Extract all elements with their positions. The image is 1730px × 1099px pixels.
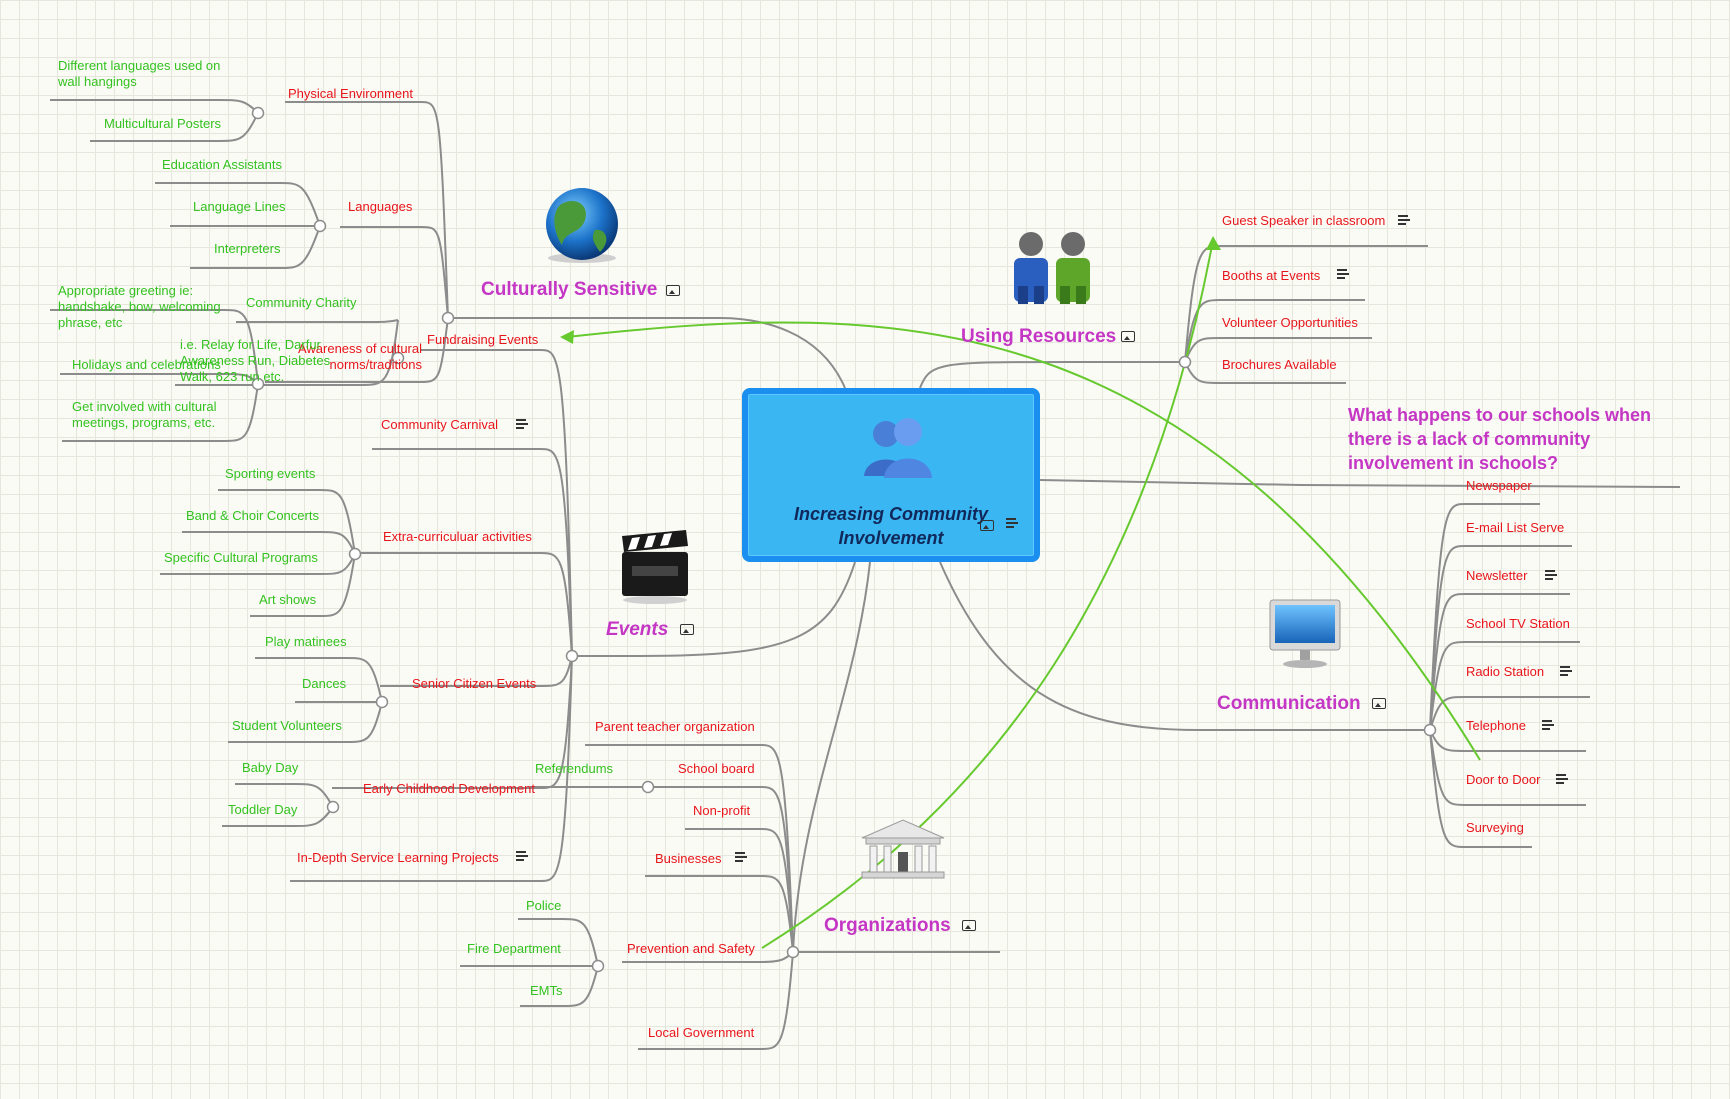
topic-telephone[interactable]: Telephone xyxy=(1466,718,1526,733)
two-persons-icon xyxy=(1014,232,1090,304)
topic-brochures-available[interactable]: Brochures Available xyxy=(1222,357,1337,372)
topic-school-tv[interactable]: School TV Station xyxy=(1466,616,1570,631)
clapperboard-icon xyxy=(622,530,688,604)
subtopic-get-involved[interactable]: Get involved with cultural meetings, pro… xyxy=(72,399,217,430)
subtopic-toddler-day[interactable]: Toddler Day xyxy=(228,802,298,817)
image-icon[interactable] xyxy=(1372,698,1386,709)
image-icon[interactable] xyxy=(980,520,994,531)
topic-surveying[interactable]: Surveying xyxy=(1466,820,1524,835)
topic-newsletter[interactable]: Newsletter xyxy=(1466,568,1528,583)
note-icon[interactable] xyxy=(1006,518,1020,530)
branch-events[interactable]: Events xyxy=(606,619,669,640)
image-icon[interactable] xyxy=(1121,331,1135,342)
subtopic-play-matinees[interactable]: Play matinees xyxy=(265,634,347,649)
subtopic-language-lines[interactable]: Language Lines xyxy=(193,199,286,214)
subtopic-referendums[interactable]: Referendums xyxy=(535,761,614,776)
branch-using-resources[interactable]: Using Resources xyxy=(961,326,1117,347)
subtopic-appropriate-greeting[interactable]: Appropriate greeting ie: handshake, bow,… xyxy=(58,283,221,330)
topic-email-list[interactable]: E-mail List Serve xyxy=(1466,520,1565,535)
note-icon[interactable] xyxy=(735,852,749,864)
subtopic-student-volunteers[interactable]: Student Volunteers xyxy=(232,718,342,733)
topic-volunteer-opportunities[interactable]: Volunteer Opportunities xyxy=(1222,315,1358,330)
topic-fundraising-events[interactable]: Fundraising Events xyxy=(427,332,539,347)
topic-extra-curricular[interactable]: Extra-curriculuar activities xyxy=(383,529,532,544)
topic-local-government[interactable]: Local Government xyxy=(648,1025,755,1040)
floating-question[interactable]: What happens to our schools when there i… xyxy=(1348,405,1652,473)
image-icon[interactable] xyxy=(680,624,694,635)
branch-communication[interactable]: Communication xyxy=(1217,693,1361,714)
note-icon[interactable] xyxy=(516,419,530,431)
subtopic-languages-wall[interactable]: Different languages used on wall hanging… xyxy=(58,58,221,89)
topic-languages[interactable]: Languages xyxy=(348,199,413,214)
topic-booths-at-events[interactable]: Booths at Events xyxy=(1222,268,1321,283)
subtopic-police[interactable]: Police xyxy=(526,898,562,913)
topic-school-board[interactable]: School board xyxy=(678,761,755,776)
subtopic-baby-day[interactable]: Baby Day xyxy=(242,760,299,775)
subtopic-interpreters[interactable]: Interpreters xyxy=(214,241,281,256)
topic-parent-teacher-org[interactable]: Parent teacher organization xyxy=(595,719,755,734)
topic-early-childhood[interactable]: Early Childhood Development xyxy=(363,781,535,796)
subtopic-band-choir[interactable]: Band & Choir Concerts xyxy=(186,508,319,523)
topic-community-carnival[interactable]: Community Carnival xyxy=(381,417,499,432)
topic-guest-speaker[interactable]: Guest Speaker in classroom xyxy=(1222,213,1386,228)
topic-awareness-cultural[interactable]: Awareness of cultural norms/traditions xyxy=(297,341,422,372)
subtopic-emts[interactable]: EMTs xyxy=(530,983,563,998)
people-icon xyxy=(864,418,932,478)
subtopic-fire-department[interactable]: Fire Department xyxy=(467,941,561,956)
topic-door-to-door[interactable]: Door to Door xyxy=(1466,772,1541,787)
subtopic-community-charity[interactable]: Community Charity xyxy=(246,295,357,310)
subtopic-relay-for-life[interactable]: i.e. Relay for Life, Darfur Awareness Ru… xyxy=(180,337,331,384)
subtopic-art-shows[interactable]: Art shows xyxy=(259,592,317,607)
topic-radio-station[interactable]: Radio Station xyxy=(1466,664,1545,679)
topic-physical-environment[interactable]: Physical Environment xyxy=(288,86,413,101)
subtopic-multicultural-posters[interactable]: Multicultural Posters xyxy=(104,116,222,131)
branch-organizations[interactable]: Organizations xyxy=(824,915,951,936)
topic-newspaper[interactable]: Newspaper xyxy=(1466,478,1532,493)
note-icon[interactable] xyxy=(1542,720,1556,732)
note-icon[interactable] xyxy=(1545,570,1559,582)
note-icon[interactable] xyxy=(1337,269,1351,281)
note-icon[interactable] xyxy=(1556,774,1570,786)
subtopic-dances[interactable]: Dances xyxy=(302,676,347,691)
topic-senior-citizen[interactable]: Senior Citizen Events xyxy=(412,676,537,691)
topic-prevention-safety[interactable]: Prevention and Safety xyxy=(627,941,755,956)
image-icon[interactable] xyxy=(962,920,976,931)
image-icon[interactable] xyxy=(666,285,680,296)
subtopic-sporting-events[interactable]: Sporting events xyxy=(225,466,316,481)
note-icon[interactable] xyxy=(516,851,530,863)
topic-businesses[interactable]: Businesses xyxy=(655,851,722,866)
subtopic-holidays[interactable]: Holidays and celebrations xyxy=(72,357,221,372)
topic-service-learning[interactable]: In-Depth Service Learning Projects xyxy=(297,850,499,865)
note-icon[interactable] xyxy=(1560,666,1574,678)
note-icon[interactable] xyxy=(1398,215,1412,227)
topic-non-profit[interactable]: Non-profit xyxy=(693,803,751,818)
globe-icon xyxy=(546,188,618,263)
monitor-icon xyxy=(1269,599,1341,668)
subtopic-education-assistants[interactable]: Education Assistants xyxy=(162,157,282,172)
bank-building-icon xyxy=(861,819,945,879)
branch-culturally-sensitive[interactable]: Culturally Sensitive xyxy=(481,279,658,300)
subtopic-cultural-programs[interactable]: Specific Cultural Programs xyxy=(164,550,318,565)
